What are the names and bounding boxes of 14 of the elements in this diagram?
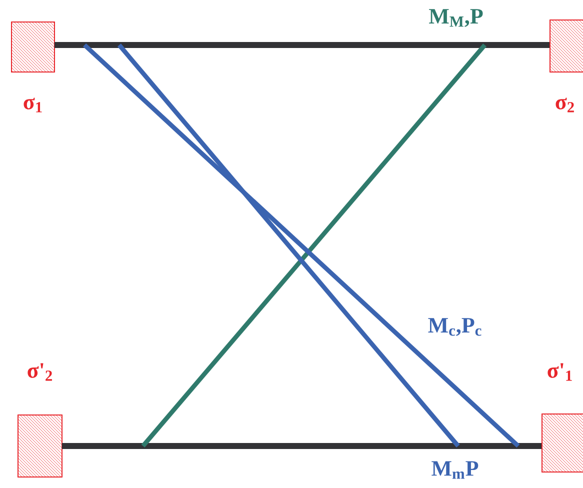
hatched-support (11, 22, 55, 72)
hatched-support (550, 20, 583, 72)
beam (62, 443, 542, 449)
stress-label: σ'$_{1}$ (548, 363, 572, 381)
stress-label: σ$_{2}$ (556, 98, 574, 112)
moment-label: M$_{M}$,P (429, 9, 483, 27)
stress-label: σ'$_{2}$ (28, 363, 52, 381)
hatched-support (542, 414, 583, 472)
stress-label: σ$_{1}$ (24, 98, 42, 112)
moment-label: M$_{m}$P (432, 461, 478, 479)
moment-label: M$_{c}$,P$_{c}$ (428, 318, 482, 336)
hatched-support (18, 414, 62, 478)
member-line (83, 43, 520, 448)
beam (54, 42, 550, 48)
